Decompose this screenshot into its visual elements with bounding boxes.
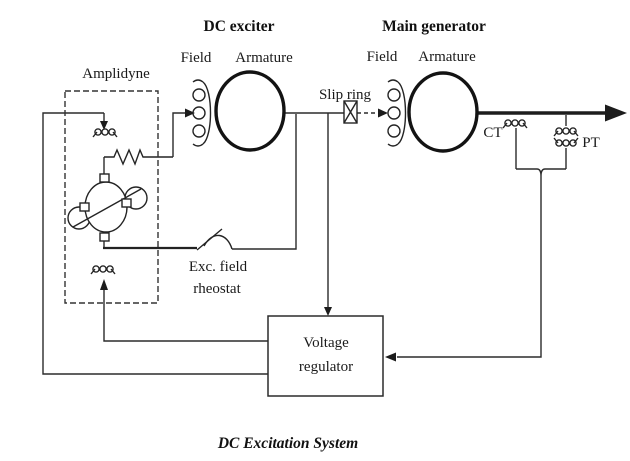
amplidyne-diagonal-icon: [72, 188, 142, 228]
arrow-down-coil1-icon: [100, 121, 108, 130]
voltage-regulator-box: [267, 315, 384, 397]
arrow-into-regulator-top-icon: [324, 307, 332, 316]
rheostat-label-line2: rheostat: [193, 281, 241, 297]
wiring: [42, 104, 627, 375]
main-field-coil-icon: [387, 79, 407, 147]
brush-top-icon: [99, 173, 110, 183]
wire-regulator-to-coil2: [103, 290, 268, 342]
output-arrow-icon: [605, 104, 627, 122]
brush-bottom-icon: [99, 232, 110, 242]
exciter-field-coil-icon: [192, 79, 212, 147]
wire-left-loop: [42, 112, 268, 375]
slip-ring-icon: [343, 100, 358, 124]
voltage-regulator-label-line2: regulator: [299, 359, 353, 375]
amplidyne-machine-icon: [67, 173, 148, 242]
main-field-label: Field: [367, 49, 398, 65]
amplidyne-dashed-box: [64, 90, 159, 304]
arrow-into-main-field-icon: [378, 108, 388, 118]
main-armature-circle: [407, 71, 479, 153]
control-winding-2-icon: [90, 265, 116, 275]
brush-right-icon: [121, 198, 132, 208]
control-winding-1-icon: [92, 128, 118, 138]
voltage-regulator-label-line1: Voltage: [303, 335, 349, 351]
ctpt-junction-brace: [516, 168, 566, 177]
exciter-armature-circle: [214, 70, 286, 152]
slip-ring-label: Slip ring: [319, 87, 372, 103]
wire-rheostat-to-armature: [232, 114, 297, 250]
rheostat-label-line1: Exc. field: [189, 259, 248, 275]
ct-coil-icon: [502, 119, 528, 129]
pt-coil-icon: [553, 127, 579, 147]
arrow-into-exciter-field-icon: [185, 108, 195, 118]
arrow-into-regulator-right-icon: [385, 352, 396, 362]
main-generator-title: Main generator: [382, 18, 486, 35]
amplidyne-label: Amplidyne: [82, 66, 150, 82]
resistor-icon: [104, 148, 173, 166]
exciter-armature-label: Armature: [235, 50, 293, 66]
amplidyne-rotor-icon: [84, 181, 128, 233]
diagram-caption: DC Excitation System: [217, 435, 358, 452]
arrow-up-coil2-icon: [100, 279, 108, 290]
pt-label: PT: [582, 135, 600, 151]
wire-resistor-to-exciter-field: [172, 112, 186, 157]
ct-label: CT: [483, 125, 502, 141]
brush-left-icon: [79, 202, 90, 212]
dc-exciter-title: DC exciter: [204, 18, 275, 35]
rheostat-arc-icon: [203, 234, 233, 250]
wire-ctpt-to-regulator: [397, 176, 542, 358]
main-armature-label: Armature: [418, 49, 476, 65]
exciter-field-label: Field: [181, 50, 212, 66]
